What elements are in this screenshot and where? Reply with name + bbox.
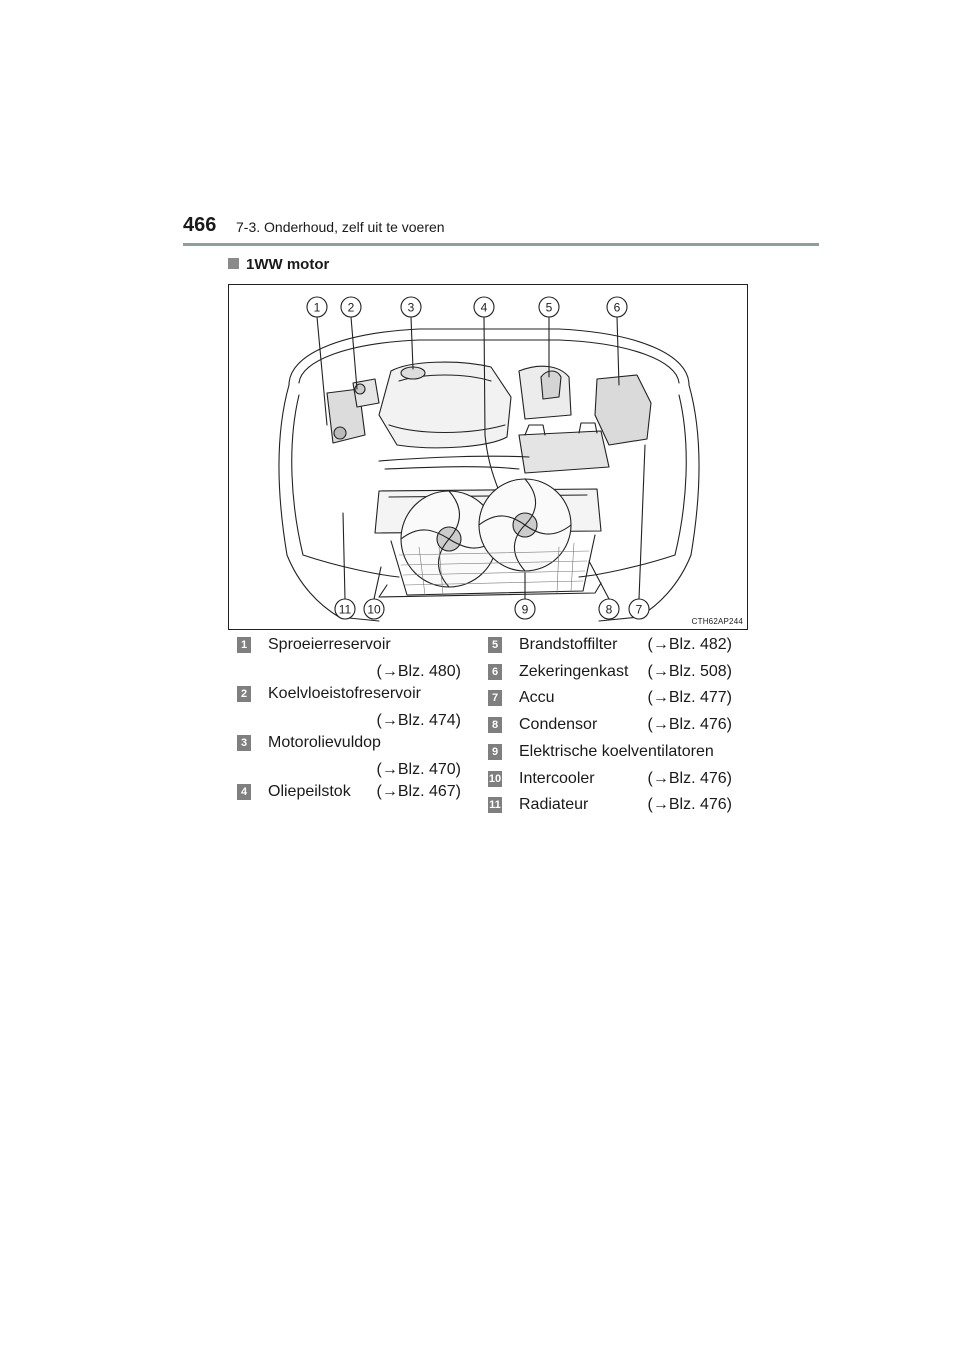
callout-badge-3: 3 <box>237 735 251 751</box>
section-title: 7-3. Onderhoud, zelf uit te voeren <box>236 219 445 235</box>
page-reference[interactable]: (→Blz. 476) <box>647 716 732 733</box>
legend-label: Accu <box>519 689 555 706</box>
callout-number-6: 6 <box>614 301 621 315</box>
legend-label: Koelvloeistofreservoir <box>268 685 421 702</box>
callout-circle-3 <box>400 296 422 318</box>
legend-label: Radiateur <box>519 796 589 813</box>
callout-number-4: 4 <box>481 301 488 315</box>
callout-badge-8: 8 <box>488 717 502 733</box>
callout-leader-6 <box>616 316 620 386</box>
callout-badge-5: 5 <box>488 637 502 653</box>
legend-item-10: 10 Intercooler (→Blz. 476) <box>488 770 732 790</box>
callout-badge-10: 10 <box>488 771 502 787</box>
callout-leader-3 <box>410 316 414 370</box>
callout-circle-5 <box>538 296 560 318</box>
legend-label: Sproeierreservoir <box>268 636 391 653</box>
callout-leader-4 <box>483 316 486 436</box>
engine-bay-figure: 1 2 3 4 5 6 7 8 9 10 11 CTH62AP244 <box>228 284 748 630</box>
callout-circle-7 <box>628 598 650 620</box>
figure-code: CTH62AP244 <box>691 617 743 626</box>
page-reference[interactable]: (→Blz. 482) <box>647 636 732 653</box>
callout-number-7: 7 <box>636 603 643 617</box>
callout-circle-9 <box>514 598 536 620</box>
callout-number-10: 10 <box>367 603 381 617</box>
callout-circle-11 <box>334 598 356 620</box>
callout-circle-6 <box>606 296 628 318</box>
legend-label: Intercooler <box>519 770 595 787</box>
callout-number-5: 5 <box>546 301 553 315</box>
page-reference[interactable]: (→Blz. 470) <box>376 761 461 778</box>
legend-label: Zekeringenkast <box>519 663 629 680</box>
legend-item-11: 11 Radiateur (→Blz. 476) <box>488 796 732 816</box>
callout-circle-10 <box>363 598 385 620</box>
page-reference[interactable]: (→Blz. 476) <box>647 770 732 787</box>
legend-label: Brandstoffilter <box>519 636 618 653</box>
section-heading: 1WW motor <box>228 256 329 273</box>
callout-badge-2: 2 <box>237 686 251 702</box>
legend-item-9: 9 Elektrische koelventilatoren <box>488 743 732 763</box>
page-reference[interactable]: (→Blz. 476) <box>647 796 732 813</box>
heading-text: 1WW motor <box>246 256 330 273</box>
callout-leader-10 <box>373 566 382 600</box>
callout-circle-8 <box>598 598 620 620</box>
page-reference[interactable]: (→Blz. 508) <box>647 663 732 680</box>
callout-number-9: 9 <box>522 603 529 617</box>
legend-label: Oliepeilstok <box>268 783 351 800</box>
callout-leader-11 <box>342 512 346 600</box>
legend-item-1: 1 Sproeierreservoir (→Blz. 480) <box>237 636 461 682</box>
legend-left: 1 Sproeierreservoir (→Blz. 480) 2 Koelvl… <box>237 636 461 836</box>
callout-badge-7: 7 <box>488 690 502 706</box>
callout-badge-1: 1 <box>237 637 251 653</box>
page-number: 466 <box>183 214 217 236</box>
header-rule <box>183 243 819 246</box>
callout-number-8: 8 <box>606 603 613 617</box>
callout-leader-8 <box>588 560 610 600</box>
legend-right: 5 Brandstoffilter (→Blz. 482) 6 Zekering… <box>488 636 732 836</box>
page-reference[interactable]: (→Blz. 477) <box>647 689 732 706</box>
legend-label: Motorolievuldop <box>268 734 381 751</box>
callout-number-1: 1 <box>314 301 321 315</box>
callout-badge-6: 6 <box>488 664 502 680</box>
callout-leader-2 <box>350 316 358 390</box>
page-reference[interactable]: (→Blz. 480) <box>376 663 461 680</box>
legend-item-3: 3 Motorolievuldop (→Blz. 470) <box>237 734 461 780</box>
legend-item-7: 7 Accu (→Blz. 477) <box>488 689 732 709</box>
page-reference[interactable]: (→Blz. 467) <box>376 783 461 800</box>
legend-item-2: 2 Koelvloeistofreservoir (→Blz. 474) <box>237 685 461 731</box>
legend-item-5: 5 Brandstoffilter (→Blz. 482) <box>488 636 732 656</box>
callout-badge-9: 9 <box>488 744 502 760</box>
callout-circle-4 <box>473 296 495 318</box>
engine-bay-illustration: 1 2 3 4 5 6 7 8 9 10 11 <box>278 296 700 622</box>
callout-leader-7 <box>638 444 646 600</box>
legend-label: Elektrische koelventilatoren <box>519 743 714 760</box>
square-bullet-icon <box>228 258 239 269</box>
callout-badge-11: 11 <box>488 797 502 813</box>
callout-badge-4: 4 <box>237 784 251 800</box>
callout-circle-1 <box>306 296 328 318</box>
callout-number-11: 11 <box>339 603 352 617</box>
legend-item-6: 6 Zekeringenkast (→Blz. 508) <box>488 663 732 683</box>
callout-number-3: 3 <box>408 301 415 315</box>
page-reference[interactable]: (→Blz. 474) <box>376 712 461 729</box>
legend-item-8: 8 Condensor (→Blz. 476) <box>488 716 732 736</box>
callout-circle-2 <box>340 296 362 318</box>
callout-number-2: 2 <box>348 301 355 315</box>
callout-leader-1 <box>316 316 328 426</box>
legend-label: Condensor <box>519 716 598 733</box>
legend-item-4: 4 Oliepeilstok (→Blz. 467) <box>237 783 461 803</box>
